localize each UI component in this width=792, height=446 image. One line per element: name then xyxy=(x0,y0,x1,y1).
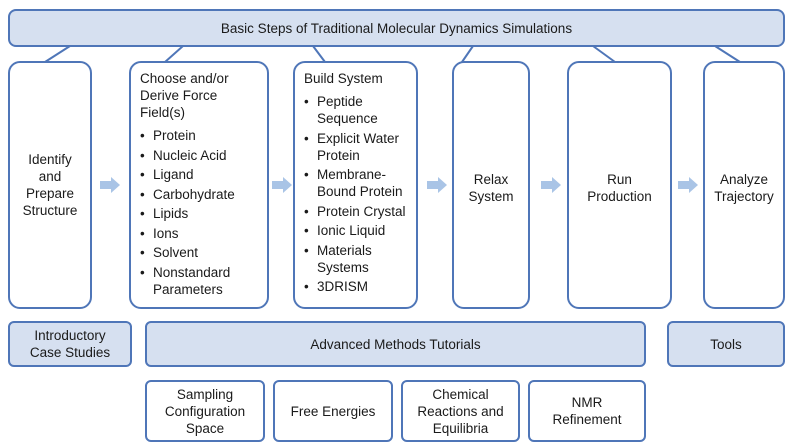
build-system-item: Protein Crystal xyxy=(304,203,408,220)
force-field-item: Protein xyxy=(140,127,259,144)
step-run-label: Run Production xyxy=(587,172,652,204)
step-identify-label: Identify and Prepare Structure xyxy=(22,152,78,218)
chemical-reactions-equilibria: Chemical Reactions and Equilibria xyxy=(401,380,520,442)
build-system-title: Build System xyxy=(304,71,383,86)
step-relax-system: Relax System xyxy=(452,61,530,309)
step-force-field: Choose and/or Derive Force Field(s) Prot… xyxy=(129,61,269,309)
force-field-title: Choose and/or Derive Force Field(s) xyxy=(140,71,229,120)
tools-box: Tools xyxy=(667,321,785,367)
introductory-case-studies: Introductory Case Studies xyxy=(8,321,132,367)
connector-run xyxy=(592,45,616,63)
diagram-title: Basic Steps of Traditional Molecular Dyn… xyxy=(8,9,785,47)
sampling-configuration-space: Sampling Configuration Space xyxy=(145,380,265,442)
step-relax-label: Relax System xyxy=(468,172,514,204)
build-system-item: Ionic Liquid xyxy=(304,222,408,239)
advanced-methods-tutorials: Advanced Methods Tutorials xyxy=(145,321,646,367)
sampling-label: Sampling Configuration Space xyxy=(164,386,246,436)
flow-arrow-icon xyxy=(427,177,447,193)
flow-arrow-icon xyxy=(100,177,120,193)
flow-arrow-icon xyxy=(678,177,698,193)
introductory-label: Introductory Case Studies xyxy=(29,328,111,360)
step-build-system: Build System Peptide Sequence Explicit W… xyxy=(293,61,418,309)
force-field-item: Lipids xyxy=(140,205,259,222)
connector-analyze xyxy=(714,45,741,63)
build-system-item: Membrane-Bound Protein xyxy=(304,166,408,200)
free-energies-label: Free Energies xyxy=(290,403,376,419)
step-run-production: Run Production xyxy=(567,61,672,309)
force-field-list: Protein Nucleic Acid Ligand Carbohydrate… xyxy=(140,127,259,298)
step-analyze-label: Analyze Trajectory xyxy=(714,172,774,204)
chemical-label: Chemical Reactions and Equilibria xyxy=(417,386,504,436)
build-system-item: Materials Systems xyxy=(304,242,408,276)
advanced-label: Advanced Methods Tutorials xyxy=(310,336,481,352)
nmr-label: NMR Refinement xyxy=(552,395,622,427)
nmr-refinement: NMR Refinement xyxy=(528,380,646,442)
diagram-title-text: Basic Steps of Traditional Molecular Dyn… xyxy=(220,20,573,36)
force-field-item: Ions xyxy=(140,225,259,242)
force-field-item: Nonstandard Parameters xyxy=(140,264,259,298)
connector-forcefield xyxy=(164,45,184,63)
free-energies: Free Energies xyxy=(273,380,393,442)
build-system-list: Peptide Sequence Explicit Water Protein … xyxy=(304,93,408,295)
build-system-item: 3DRISM xyxy=(304,278,408,295)
flow-arrow-icon xyxy=(541,177,561,193)
connector-relax xyxy=(461,45,474,63)
connector-build xyxy=(312,45,326,63)
force-field-item: Nucleic Acid xyxy=(140,147,259,164)
build-system-item: Peptide Sequence xyxy=(304,93,408,127)
tools-label: Tools xyxy=(710,336,742,352)
force-field-item: Carbohydrate xyxy=(140,186,259,203)
step-identify-structure: Identify and Prepare Structure xyxy=(8,61,92,309)
build-system-item: Explicit Water Protein xyxy=(304,130,408,164)
connector-identify xyxy=(44,45,71,63)
step-analyze-trajectory: Analyze Trajectory xyxy=(703,61,785,309)
flow-arrow-icon xyxy=(272,177,292,193)
force-field-item: Ligand xyxy=(140,166,259,183)
force-field-item: Solvent xyxy=(140,244,259,261)
